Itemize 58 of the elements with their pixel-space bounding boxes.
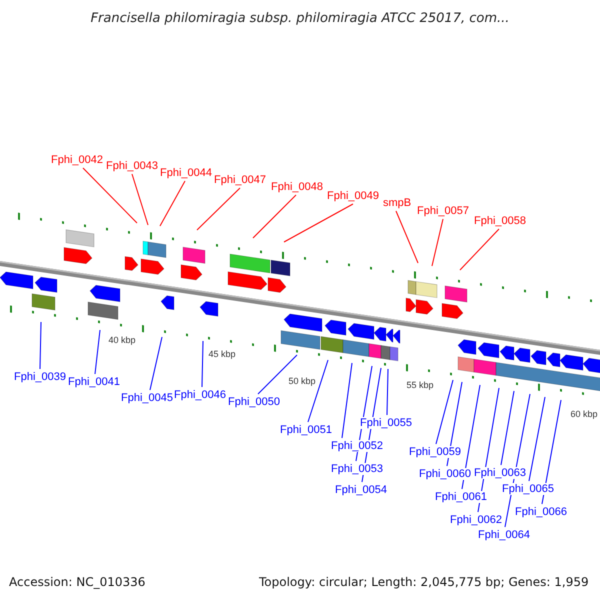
gene-label: Fphi_0062	[449, 514, 503, 526]
leader-line	[396, 210, 418, 264]
leader-line	[462, 384, 480, 490]
gene-label: Fphi_0043	[105, 160, 159, 172]
leader-line	[528, 396, 546, 482]
leader-line	[460, 228, 500, 270]
leader-line	[436, 380, 454, 444]
scale-label: 50 kbp	[287, 376, 317, 386]
gene-label: Fphi_0051	[279, 424, 333, 436]
leader-line	[94, 330, 100, 374]
gene-label: Fphi_0061	[434, 491, 488, 503]
leader-line	[342, 362, 352, 438]
gene-label: Fphi_0065	[501, 483, 555, 495]
gene-label: Fphi_0052	[330, 440, 384, 452]
gene-label: smpB	[382, 197, 412, 209]
leader-line	[446, 382, 462, 466]
leader-line	[40, 322, 42, 370]
gene-label: Fphi_0046	[173, 389, 227, 401]
gene-label: Fphi_0041	[67, 376, 121, 388]
gene-label: Fphi_0045	[120, 392, 174, 404]
leader-line	[150, 336, 162, 390]
leader-line	[386, 368, 388, 416]
gene-label: Fphi_0044	[159, 167, 213, 179]
gene-label: Fphi_0059	[408, 446, 462, 458]
gene-label: Fphi_0064	[477, 529, 531, 541]
scale-label: 60 kbp	[569, 409, 599, 419]
leader-line	[500, 390, 514, 466]
scale-label: 55 kbp	[405, 380, 435, 390]
gene-label: Fphi_0055	[359, 417, 413, 429]
gene-label: Fphi_0063	[473, 467, 527, 479]
genome-summary-text: Topology: circular; Length: 2,045,775 bp; Genes: 1,959	[259, 575, 589, 589]
leader-line	[258, 354, 298, 394]
leader-line	[284, 204, 354, 242]
leader-line	[202, 340, 204, 388]
gene-label: Fphi_0042	[50, 154, 104, 166]
gene-label: Fphi_0047	[213, 174, 267, 186]
gene-label: Fphi_0054	[334, 484, 388, 496]
accession-text: Accession: NC_010336	[9, 575, 146, 589]
gene-label: Fphi_0039	[13, 371, 67, 383]
gene-label: Fphi_0048	[270, 181, 324, 193]
gene-label: Fphi_0053	[330, 463, 384, 475]
leader-line	[542, 400, 562, 504]
gene-label: Fphi_0057	[416, 205, 470, 217]
gene-label: Fphi_0050	[227, 396, 281, 408]
gene-label: Fphi_0049	[326, 190, 380, 202]
gene-label: Fphi_0066	[514, 506, 568, 518]
leader-line	[432, 218, 444, 266]
map-title: Francisella philomiragia subsp. philomiragia ATCC 25017, com...	[90, 11, 510, 26]
leader-line	[82, 168, 138, 224]
scale-label: 45 kbp	[207, 349, 237, 359]
gene-label: Fphi_0058	[473, 215, 527, 227]
gene-label: Fphi_0060	[418, 468, 472, 480]
leader-line	[132, 174, 148, 226]
leader-line	[252, 194, 296, 238]
leader-line	[196, 188, 240, 230]
scale-label: 40 kbp	[107, 335, 137, 345]
leader-line	[308, 360, 328, 422]
leader-line	[160, 180, 186, 226]
